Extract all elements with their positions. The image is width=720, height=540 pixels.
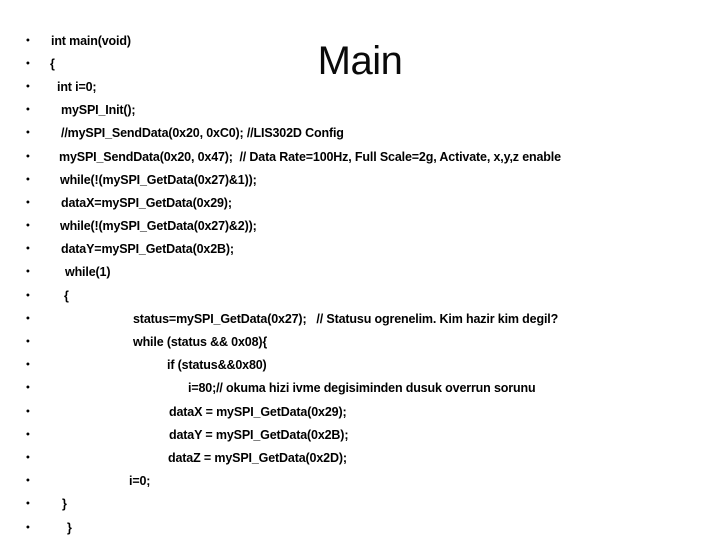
code-line-text: while(!(mySPI_GetData(0x27)&1));	[60, 172, 257, 187]
code-line-text: dataX=mySPI_GetData(0x29);	[61, 195, 232, 210]
code-line: • dataX = mySPI_GetData(0x29);	[0, 400, 720, 423]
code-line-text: dataY = mySPI_GetData(0x2B);	[169, 427, 349, 442]
code-line-text: int main(void)	[51, 33, 131, 48]
code-line: • //mySPI_SendData(0x20, 0xC0); //LIS302D…	[0, 122, 720, 145]
bullet-icon: •	[26, 381, 30, 394]
code-line-text: mySPI_Init();	[61, 103, 136, 118]
bullet-icon: •	[26, 196, 30, 209]
code-line: •}	[0, 493, 720, 516]
code-line-text: while (status && 0x08){	[133, 335, 268, 350]
code-line: • dataX=mySPI_GetData(0x29);	[0, 191, 720, 214]
bullet-icon: •	[26, 173, 30, 186]
code-line-text: i=80;// okuma hizi ivme degisiminden dus…	[188, 381, 536, 396]
bullet-icon: •	[26, 358, 30, 371]
bullet-icon: •	[26, 150, 30, 163]
code-line: •{	[0, 284, 720, 307]
bullet-icon: •	[26, 80, 30, 93]
code-line-text: dataX = mySPI_GetData(0x29);	[169, 404, 347, 419]
bullet-icon: •	[26, 289, 30, 302]
code-line-text: {	[50, 56, 55, 71]
code-line: • int i=0;	[0, 75, 720, 98]
code-line: • i=80;// okuma hizi ivme degisiminden du…	[0, 377, 720, 400]
code-list: •int main(void)•{•int i=0;•mySPI_Init();…	[0, 29, 720, 539]
bullet-icon: •	[26, 451, 30, 464]
bullet-icon: •	[26, 34, 30, 47]
bullet-icon: •	[26, 474, 30, 487]
bullet-icon: •	[26, 265, 30, 278]
code-line: • dataY=mySPI_GetData(0x2B);	[0, 238, 720, 261]
code-line: • while(1)	[0, 261, 720, 284]
code-line: • int main(void)	[0, 29, 720, 52]
code-line: • while(!(mySPI_GetData(0x27)&1));	[0, 168, 720, 191]
code-line-text: int i=0;	[57, 79, 97, 94]
code-line-text: }	[62, 497, 67, 512]
bullet-icon: •	[26, 428, 30, 441]
code-line: •}	[0, 516, 720, 539]
code-line-text: while(!(mySPI_GetData(0x27)&2));	[60, 219, 257, 234]
bullet-icon: •	[26, 497, 30, 510]
bullet-icon: •	[26, 126, 30, 139]
code-line: • if (status&&0x80)	[0, 354, 720, 377]
bullet-icon: •	[26, 312, 30, 325]
code-line: • dataZ = mySPI_GetData(0x2D);	[0, 446, 720, 469]
slide-title: Main	[317, 39, 403, 83]
bullet-icon: •	[26, 57, 30, 70]
code-line-text: i=0;	[129, 474, 151, 489]
code-line: • mySPI_Init();	[0, 99, 720, 122]
bullet-icon: •	[26, 242, 30, 255]
code-line-text: if (status&&0x80)	[167, 358, 267, 373]
code-line: • while (status && 0x08){	[0, 330, 720, 353]
code-line-text: }	[67, 520, 72, 535]
bullet-icon: •	[26, 335, 30, 348]
code-line: •{	[0, 52, 720, 75]
bullet-icon: •	[26, 405, 30, 418]
code-line-text: while(1)	[65, 265, 111, 280]
code-line-text: //mySPI_SendData(0x20, 0xC0); //LIS302D …	[61, 126, 344, 141]
code-line-text: dataY=mySPI_GetData(0x2B);	[61, 242, 234, 257]
code-line: • mySPI_SendData(0x20, 0x47); // Data Rat…	[0, 145, 720, 168]
bullet-icon: •	[26, 103, 30, 116]
code-line: • while(!(mySPI_GetData(0x27)&2));	[0, 215, 720, 238]
bullet-icon: •	[26, 521, 30, 534]
bullet-icon: •	[26, 219, 30, 232]
code-line: • status=mySPI_GetData(0x27); // Statusu …	[0, 307, 720, 330]
code-line-text: status=mySPI_GetData(0x27); // Statusu o…	[133, 311, 559, 326]
code-line: • dataY = mySPI_GetData(0x2B);	[0, 423, 720, 446]
code-line-text: mySPI_SendData(0x20, 0x47); // Data Rate…	[59, 149, 561, 164]
code-line: • i=0;	[0, 470, 720, 493]
code-line-text: dataZ = mySPI_GetData(0x2D);	[168, 450, 347, 465]
code-line-text: {	[64, 288, 69, 303]
